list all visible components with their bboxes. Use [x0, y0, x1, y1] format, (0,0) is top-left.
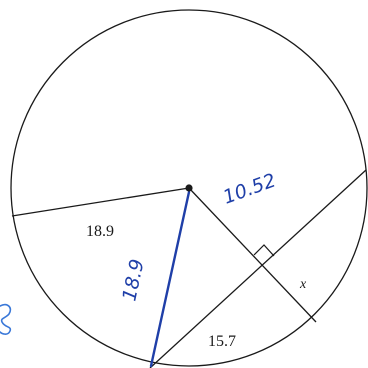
perpendicular-segment [188, 187, 317, 323]
handwritten-radius-label: 18.9 [118, 257, 148, 303]
center-point [185, 184, 193, 192]
pen-scribble-mark [0, 303, 12, 335]
chord-line [149, 169, 367, 368]
radius-left-segment [11, 187, 190, 217]
radius-left-label: 18.9 [86, 223, 114, 240]
handwritten-center-distance-label: 10.52 [220, 169, 279, 208]
right-angle-marker [253, 244, 275, 257]
unknown-segment-label: x [299, 277, 307, 292]
handwritten-radius-line [149, 190, 191, 368]
circle-outline [10, 9, 368, 367]
chord-half-label: 15.7 [208, 333, 236, 350]
